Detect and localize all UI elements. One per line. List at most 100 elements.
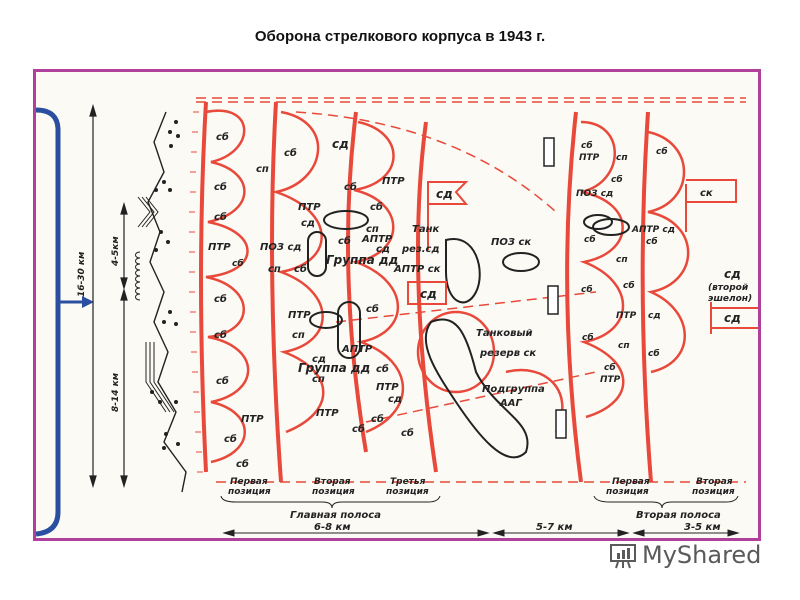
artillery-groups <box>307 210 630 459</box>
svg-text:Третья: Третья <box>390 477 426 487</box>
myshared-watermark[interactable]: MyShared <box>608 538 761 572</box>
svg-text:сд: сд <box>332 137 349 151</box>
flag-sk-label: ск <box>700 188 713 199</box>
corps-reserve-labels: Танковый резерв ск Подгруппа ААГ <box>476 328 545 409</box>
ammo-depots <box>543 137 567 439</box>
svg-text:АПТР: АПТР <box>361 234 393 245</box>
svg-text:сд: сд <box>388 394 402 405</box>
bottom-legend: Первая позиция Вторая позиция Третья поз… <box>220 477 740 537</box>
depth-bracket <box>36 107 94 537</box>
svg-text:сп: сп <box>618 341 630 351</box>
svg-text:сб: сб <box>214 211 227 223</box>
svg-text:ПТР: ПТР <box>600 375 621 385</box>
flags <box>407 179 758 334</box>
first-position-labels: сб сп сб сб ПТР сб сб сб сб сб ПТР сб <box>208 131 269 470</box>
svg-text:позиция: позиция <box>228 487 271 497</box>
svg-text:6-8 км: 6-8 км <box>314 522 351 533</box>
svg-text:Главная полоса: Главная полоса <box>290 510 381 521</box>
svg-text:АПТР сд: АПТР сд <box>631 225 675 235</box>
svg-text:ПТР: ПТР <box>241 414 264 425</box>
watermark-text: MyShared <box>642 541 762 569</box>
svg-text:ААГ: ААГ <box>499 398 522 409</box>
main-zone-lines <box>199 101 438 483</box>
flag-sd-label-2: сд <box>420 287 437 301</box>
svg-text:позиция: позиция <box>692 487 735 497</box>
trench-ticks <box>189 111 203 473</box>
svg-text:сд: сд <box>312 354 326 365</box>
depth-arrows <box>89 103 128 489</box>
svg-text:ПОЗ сд: ПОЗ сд <box>260 242 301 253</box>
svg-text:сб: сб <box>338 235 351 247</box>
svg-text:сп: сп <box>256 164 269 175</box>
flag-sd-label: сд <box>436 187 453 201</box>
svg-text:сб: сб <box>214 293 227 305</box>
svg-text:сб: сб <box>232 258 244 269</box>
svg-text:сб: сб <box>216 131 229 143</box>
second-zone-lines <box>565 111 653 483</box>
svg-text:рез.сд: рез.сд <box>401 244 440 255</box>
svg-text:ПТР: ПТР <box>298 202 321 213</box>
svg-text:Первая: Первая <box>612 477 650 487</box>
svg-text:ПТР: ПТР <box>288 310 311 321</box>
second-position-labels: сб сд сб ПТР сд ПОЗ сд сп сб сб ПТР сп с… <box>260 137 398 435</box>
svg-text:сд: сд <box>648 311 661 321</box>
svg-text:сп: сп <box>366 224 379 235</box>
svg-text:ПТР: ПТР <box>382 176 405 187</box>
unit-loops-second <box>579 120 690 419</box>
svg-text:ПОЗ ск: ПОЗ ск <box>491 237 531 248</box>
second-zone-labels: сб ПТР сп сб сб ПОЗ сд АПТР сд сб сб сп … <box>576 140 752 385</box>
presentation-board-icon <box>610 544 636 569</box>
svg-text:сб: сб <box>401 427 414 439</box>
forward-obstacles <box>135 111 187 493</box>
svg-text:сд: сд <box>301 218 315 229</box>
svg-text:сб: сб <box>352 423 365 435</box>
svg-text:сб: сб <box>648 348 660 359</box>
svg-text:сб: сб <box>216 375 229 387</box>
svg-text:сб: сб <box>656 146 668 157</box>
svg-text:сб: сб <box>371 413 384 425</box>
svg-text:позиция: позиция <box>312 487 355 497</box>
svg-text:сб: сб <box>582 332 594 343</box>
svg-text:сп: сп <box>268 264 281 275</box>
svg-text:сп: сп <box>616 153 628 163</box>
svg-text:сб: сб <box>214 329 227 341</box>
svg-text:сб: сб <box>604 362 616 373</box>
svg-text:сп: сп <box>616 255 628 265</box>
svg-text:ПТР: ПТР <box>616 311 637 321</box>
svg-text:Танковый: Танковый <box>476 328 533 339</box>
svg-text:АПТР: АПТР <box>341 344 373 355</box>
svg-text:сб: сб <box>284 147 297 159</box>
svg-text:Вторая: Вторая <box>696 477 733 487</box>
svg-text:сб: сб <box>344 181 357 193</box>
page-title: Оборона стрелкового корпуса в 1943 г. <box>254 28 546 45</box>
svg-text:сп: сп <box>312 374 325 385</box>
svg-text:сд: сд <box>724 267 741 281</box>
svg-text:ПТР: ПТР <box>316 408 339 419</box>
svg-text:Вторая: Вторая <box>314 477 351 487</box>
svg-text:сб: сб <box>584 234 596 245</box>
svg-text:АПТР ск: АПТР ск <box>393 264 441 275</box>
svg-text:позиция: позиция <box>606 487 649 497</box>
svg-text:резерв ск: резерв ск <box>479 348 536 359</box>
svg-text:Первая: Первая <box>230 477 268 487</box>
svg-text:(второй: (второй <box>708 283 749 293</box>
flag-sd-second: сд <box>724 311 741 325</box>
svg-text:3-5 км: 3-5 км <box>684 522 721 533</box>
depth-forward-label: 4-5км <box>111 236 121 267</box>
svg-text:сб: сб <box>370 201 383 213</box>
svg-text:ПТР: ПТР <box>208 242 231 253</box>
svg-text:Танк: Танк <box>412 224 439 235</box>
svg-text:сб: сб <box>214 181 227 193</box>
svg-text:Вторая полоса: Вторая полоса <box>636 510 721 521</box>
group-dd-label: Группа дд <box>326 253 398 267</box>
svg-text:ПТР: ПТР <box>376 382 399 393</box>
svg-text:ПОЗ сд: ПОЗ сд <box>576 189 613 199</box>
boundary-dashes <box>196 97 746 483</box>
svg-text:Подгруппа: Подгруппа <box>482 384 545 395</box>
svg-text:сб: сб <box>224 433 237 445</box>
svg-text:сб: сб <box>294 263 307 275</box>
svg-text:сб: сб <box>236 458 249 470</box>
depth-total-label: 16-30 км <box>77 251 87 297</box>
svg-text:сд: сд <box>376 244 390 255</box>
svg-text:эшелон): эшелон) <box>708 294 752 304</box>
